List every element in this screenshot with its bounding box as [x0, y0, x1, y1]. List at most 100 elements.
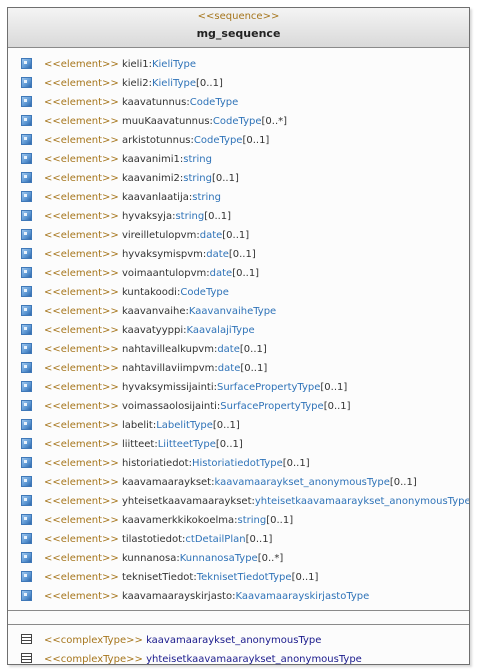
- element-stereotype: <<element>>: [44, 458, 119, 469]
- element-row: <<element>> kieli1:KieliType: [8, 55, 469, 74]
- element-type: KaavamaarayskirjastoType: [235, 591, 370, 602]
- class-stereotype: <<sequence>>: [197, 11, 280, 22]
- element-type: KieliType: [151, 78, 196, 89]
- element-name: hyvaksymispvm: [121, 249, 203, 260]
- element-stereotype: <<element>>: [44, 287, 119, 298]
- element-row: <<element>> kaavamerkkikokoelma:string[0…: [8, 511, 469, 530]
- element-stereotype: <<element>>: [44, 135, 119, 146]
- element-name: kaavanlaatija: [121, 192, 189, 203]
- element-type: date: [217, 344, 240, 355]
- element-icon: [21, 267, 32, 278]
- element-name: nahtavillaviimpvm: [121, 363, 215, 374]
- element-row: <<element>> voimassaolosijainti:SurfaceP…: [8, 397, 469, 416]
- element-type: date: [199, 230, 223, 241]
- element-type: CodeType: [212, 116, 262, 127]
- uml-class-box: <<sequence>> mg_sequence <<element>> kie…: [7, 7, 470, 665]
- element-icon: [21, 324, 32, 335]
- element-colon: :: [183, 325, 187, 336]
- element-multiplicity: [0..1]: [320, 382, 348, 393]
- element-stereotype: <<element>>: [44, 553, 119, 564]
- element-colon: :: [202, 249, 207, 260]
- element-icon: [21, 305, 32, 316]
- element-name: liitteet: [121, 439, 155, 450]
- element-name: kaavatunnus: [121, 97, 187, 108]
- element-colon: :: [216, 401, 221, 412]
- element-colon: :: [186, 97, 190, 108]
- element-name: arkistotunnus: [121, 135, 191, 146]
- element-colon: :: [234, 515, 238, 526]
- element-row: <<element>> kaavanimi1:string: [8, 150, 469, 169]
- element-stereotype: <<element>>: [44, 363, 119, 374]
- element-stereotype: <<element>>: [44, 230, 119, 241]
- element-stereotype: <<element>>: [44, 496, 119, 507]
- element-stereotype: <<element>>: [44, 325, 119, 336]
- complex-type-row: <<complexType>> kaavamaaraykset_anonymou…: [8, 631, 469, 650]
- element-colon: :: [172, 211, 176, 222]
- element-name: voimassaolosijainti: [121, 401, 217, 412]
- element-name: kaavanvaihe: [121, 306, 186, 317]
- element-colon: :: [196, 230, 200, 241]
- element-name: kaavamerkkikokoelma: [121, 515, 235, 526]
- class-title: mg_sequence: [196, 27, 281, 40]
- element-colon: :: [152, 420, 157, 431]
- element-row: <<element>> kaavatunnus:CodeType: [8, 93, 469, 112]
- element-icon: [21, 362, 32, 373]
- element-stereotype: <<element>>: [44, 97, 119, 108]
- element-type: SurfacePropertyType: [217, 382, 321, 393]
- element-colon: :: [206, 268, 210, 279]
- element-row: <<element>> kaavanvaihe:KaavanvaiheType: [8, 302, 469, 321]
- element-stereotype: <<element>>: [44, 534, 119, 545]
- element-multiplicity: [0..1]: [222, 230, 250, 241]
- element-row: <<element>> kaavamaarayskirjasto:Kaavama…: [8, 587, 469, 606]
- element-icon: [21, 210, 32, 221]
- element-type: SurfacePropertyType: [220, 401, 324, 412]
- element-icon: [21, 172, 32, 183]
- element-multiplicity: [0..1]: [204, 211, 232, 222]
- complex-type-stereotype: <<complexType>>: [44, 654, 143, 665]
- element-row: <<element>> kunnanosa:KunnanosaType[0..*…: [8, 549, 469, 568]
- element-name: kuntakoodi: [121, 287, 177, 298]
- element-stereotype: <<element>>: [44, 116, 119, 127]
- element-row: <<element>> tilastotiedot:ctDetailPlan[0…: [8, 530, 469, 549]
- element-icon: [21, 134, 32, 145]
- element-type: string: [183, 154, 212, 165]
- element-row: <<element>> historiatiedot:Historiatiedo…: [8, 454, 469, 473]
- element-multiplicity: [0..*]: [257, 553, 284, 564]
- element-stereotype: <<element>>: [44, 59, 119, 70]
- element-row: <<element>> nahtavillaviimpvm:date[0..1]: [8, 359, 469, 378]
- element-colon: :: [179, 154, 184, 165]
- element-name: hyvaksymissijainti: [121, 382, 214, 393]
- element-icon: [21, 77, 32, 88]
- element-icon: [21, 96, 32, 107]
- element-stereotype: <<element>>: [44, 420, 119, 431]
- element-row: <<element>> teknisetTiedot:TeknisetTiedo…: [8, 568, 469, 587]
- element-stereotype: <<element>>: [44, 401, 119, 412]
- element-type: TeknisetTiedotType: [196, 572, 292, 583]
- element-type: string: [237, 515, 267, 526]
- element-multiplicity: [0..*]: [261, 116, 288, 127]
- element-colon: :: [179, 173, 184, 184]
- element-list: <<element>> kieli1:KieliType <<element>> …: [8, 48, 469, 611]
- element-stereotype: <<element>>: [44, 572, 119, 583]
- element-type: string: [175, 211, 205, 222]
- complex-type-name: yhteisetkaavamaaraykset_anonymousType: [146, 654, 362, 665]
- element-icon: [21, 191, 32, 202]
- element-row: <<element>> yhteisetkaavamaaraykset:yhte…: [8, 492, 469, 511]
- element-row: <<element>> hyvaksymispvm:date[0..1]: [8, 245, 469, 264]
- element-stereotype: <<element>>: [44, 173, 119, 184]
- element-multiplicity: [0..1]: [211, 173, 239, 184]
- element-colon: :: [251, 496, 255, 507]
- element-icon: [21, 286, 32, 297]
- element-colon: :: [211, 477, 215, 488]
- element-type: kaavamaaraykset_anonymousType: [214, 477, 390, 488]
- element-icon: [21, 438, 32, 449]
- element-stereotype: <<element>>: [44, 192, 119, 203]
- element-type: date: [206, 249, 229, 260]
- element-multiplicity: [0..1]: [323, 401, 351, 412]
- element-stereotype: <<element>>: [44, 78, 119, 89]
- element-stereotype: <<element>>: [44, 306, 119, 317]
- element-icon: [21, 248, 32, 259]
- element-icon: [21, 58, 32, 69]
- element-colon: :: [214, 363, 218, 374]
- element-type: ctDetailPlan: [185, 534, 246, 545]
